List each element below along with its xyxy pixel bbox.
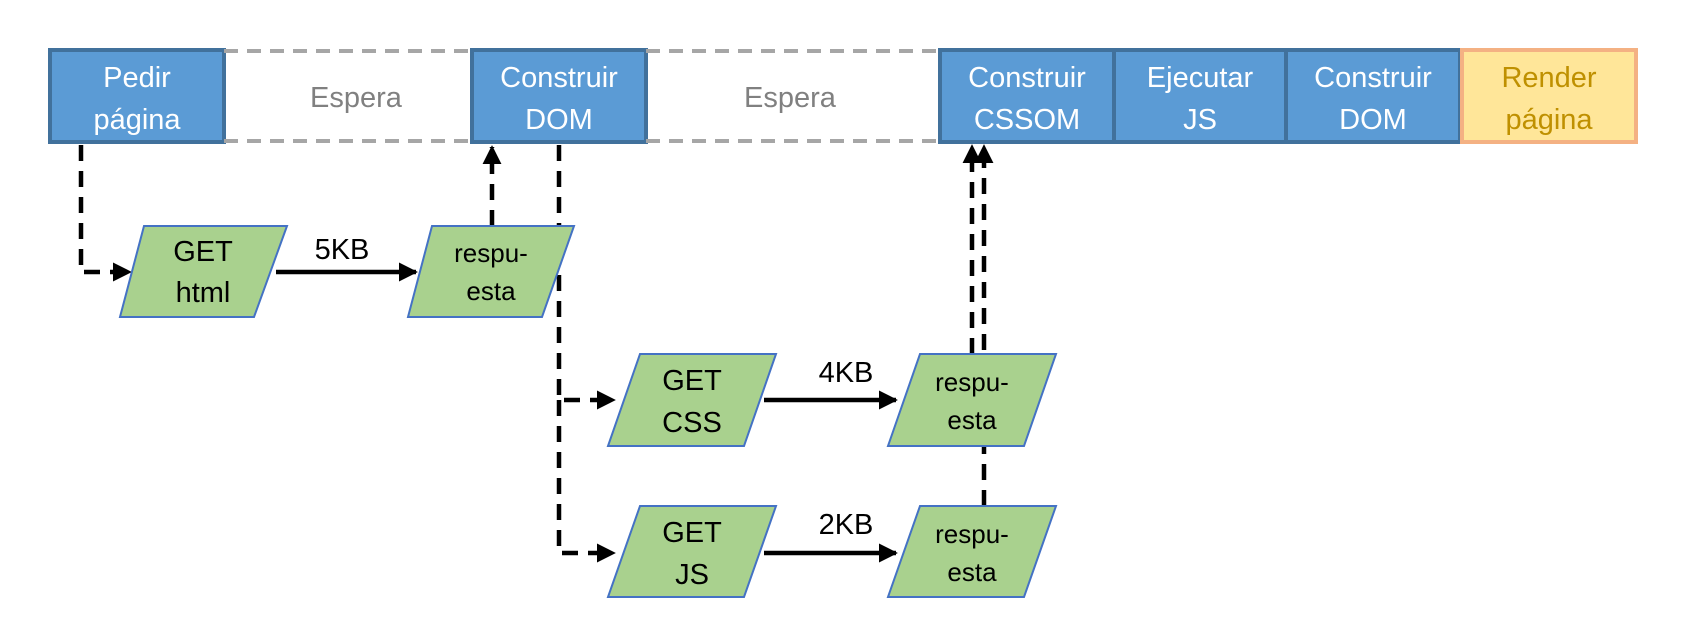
get-html-line2: html (176, 277, 231, 309)
get-js-node: GET JS (606, 505, 778, 598)
stage-construir-cssom: Construir CSSOM (938, 48, 1116, 144)
stage-espera-2-label: Espera (744, 82, 837, 114)
stage-construir-dom-2-line1: Construir (1314, 62, 1432, 94)
requests: GET html 5KB respu- esta GET CSS 4KB res… (118, 225, 1058, 598)
stage-construir-cssom-line1: Construir (968, 62, 1086, 94)
stage-espera-1: Espera (224, 49, 472, 143)
resp-html-line1: respu- (454, 238, 528, 268)
get-js-line1: GET (662, 517, 722, 549)
resp-js-line2: esta (947, 557, 997, 587)
resp-js-node: respu- esta (886, 505, 1058, 598)
arrow-dom-to-get-js (556, 400, 616, 563)
stage-render-pagina-line2: página (1505, 104, 1593, 136)
size-label-html: 5KB (315, 234, 370, 266)
arrow-dom-to-get-css (556, 145, 616, 410)
resp-js-line1: respu- (935, 519, 1009, 549)
resp-css-node: respu- esta (886, 353, 1058, 447)
size-label-css: 4KB (819, 357, 874, 389)
stage-ejecutar-js-line2: JS (1183, 104, 1217, 136)
stage-construir-dom-1-line1: Construir (500, 62, 618, 94)
get-js-line2: JS (675, 559, 709, 591)
get-css-line2: CSS (662, 407, 722, 439)
stage-construir-cssom-line2: CSSOM (974, 104, 1080, 136)
get-css-line1: GET (662, 365, 722, 397)
stage-pedir-pagina-line1: Pedir (103, 62, 171, 94)
stage-ejecutar-js-line1: Ejecutar (1147, 62, 1254, 94)
stage-render-pagina: Render página (1460, 48, 1638, 144)
stage-construir-dom-2-line2: DOM (1339, 104, 1407, 136)
get-css-node: GET CSS (606, 353, 778, 447)
resp-css-line1: respu- (935, 367, 1009, 397)
resp-html-line2: esta (466, 276, 516, 306)
connectors (78, 144, 994, 563)
resp-html-node: respu- esta (406, 225, 576, 318)
stage-construir-dom-1: Construir DOM (470, 48, 648, 144)
stage-espera-2: Espera (646, 49, 940, 143)
stage-ejecutar-js: Ejecutar JS (1112, 48, 1288, 144)
stage-pedir-pagina: Pedir página (48, 48, 226, 144)
stage-construir-dom-1-line2: DOM (525, 104, 593, 136)
stage-pedir-pagina-line2: página (93, 104, 181, 136)
stage-construir-dom-2: Construir DOM (1284, 48, 1462, 144)
size-label-js: 2KB (819, 509, 874, 541)
get-html-line1: GET (173, 236, 233, 268)
get-html-node: GET html (118, 225, 289, 318)
stage-render-pagina-line1: Render (1501, 62, 1596, 94)
timeline: Pedir página Espera Construir DOM Espera… (48, 48, 1638, 144)
resp-css-line2: esta (947, 405, 997, 435)
stage-espera-1-label: Espera (310, 82, 403, 114)
arrow-pedir-to-get-html (78, 145, 132, 282)
